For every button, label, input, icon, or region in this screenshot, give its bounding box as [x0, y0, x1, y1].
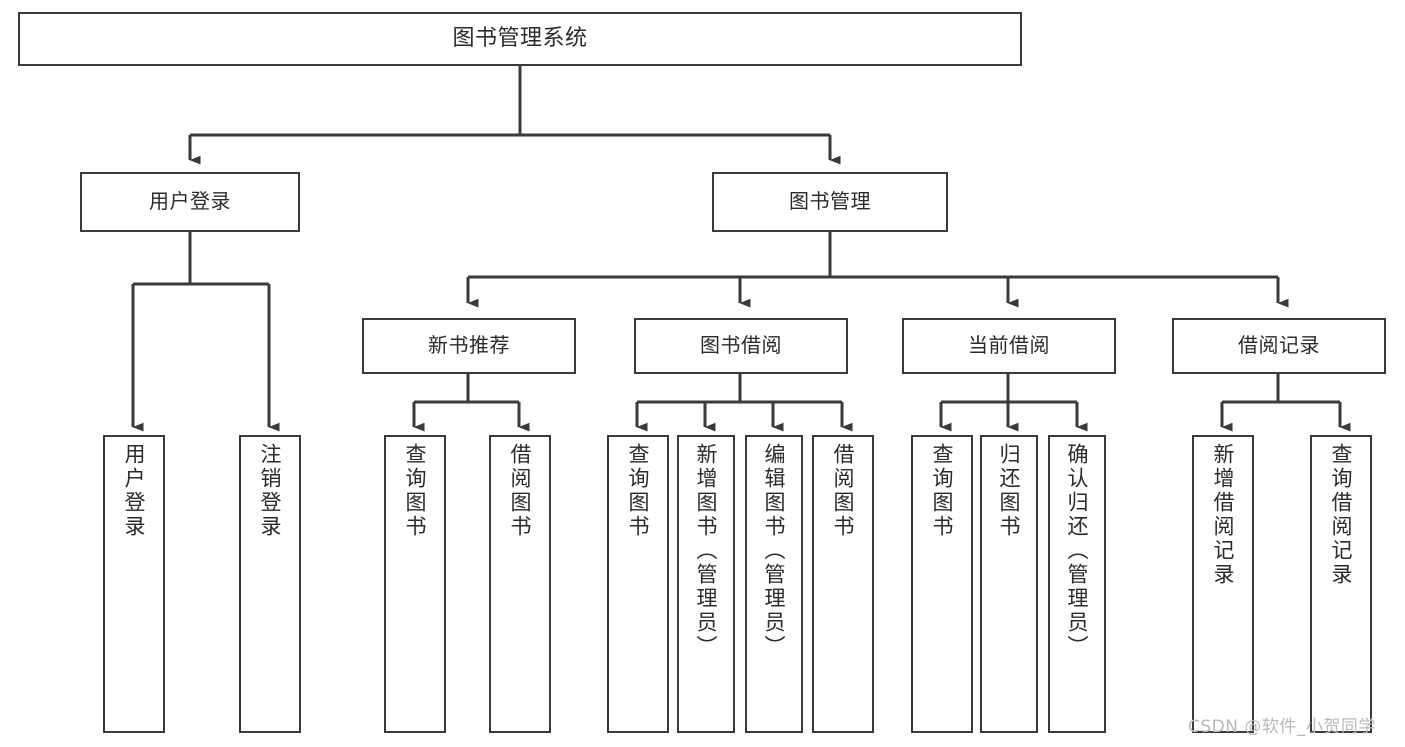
node-label: 图书管理 — [789, 189, 871, 214]
node-book-management[interactable]: 图书管理 — [712, 172, 948, 232]
node-new-book-recommend[interactable]: 新书推荐 — [362, 318, 576, 374]
leaf-current-return-book[interactable]: 归还图书 — [980, 435, 1038, 733]
node-label: 新增借阅记录 — [1211, 443, 1236, 587]
node-label: 借阅图书 — [508, 443, 533, 539]
leaf-record-add[interactable]: 新增借阅记录 — [1192, 435, 1254, 733]
node-label: 查询图书 — [626, 443, 651, 539]
leaf-current-confirm-return-admin[interactable]: 确认归还（管理员） — [1048, 435, 1106, 733]
leaf-borrow-edit-book-admin[interactable]: 编辑图书（管理员） — [745, 435, 803, 733]
node-label: 查询借阅记录 — [1329, 443, 1354, 587]
leaf-current-query-book[interactable]: 查询图书 — [911, 435, 973, 733]
node-label: 新书推荐 — [428, 333, 510, 358]
node-book-borrow[interactable]: 图书借阅 — [634, 318, 848, 374]
node-label: 确认归还（管理员） — [1065, 443, 1090, 659]
node-label: 借阅记录 — [1238, 333, 1320, 358]
node-label: 图书管理系统 — [452, 26, 588, 52]
node-label: 编辑图书（管理员） — [762, 443, 787, 659]
node-root-system[interactable]: 图书管理系统 — [18, 12, 1022, 66]
node-label: 注销登录 — [258, 443, 283, 539]
node-label: 当前借阅 — [968, 333, 1050, 358]
leaf-new-book-borrow[interactable]: 借阅图书 — [489, 435, 551, 733]
node-user-login[interactable]: 用户登录 — [80, 172, 300, 232]
node-label: 归还图书 — [997, 443, 1022, 539]
leaf-record-query[interactable]: 查询借阅记录 — [1310, 435, 1372, 733]
node-label: 用户登录 — [122, 443, 147, 539]
node-label: 查询图书 — [403, 443, 428, 539]
node-label: 用户登录 — [149, 189, 231, 214]
node-label: 新增图书（管理员） — [694, 443, 719, 659]
node-current-borrow[interactable]: 当前借阅 — [902, 318, 1116, 374]
csdn-watermark: CSDN @软件_小贺同学 — [1188, 717, 1376, 737]
node-label: 借阅图书 — [831, 443, 856, 539]
leaf-borrow-query-book[interactable]: 查询图书 — [607, 435, 669, 733]
leaf-user-login-login[interactable]: 用户登录 — [103, 435, 165, 733]
node-label: 查询图书 — [930, 443, 955, 539]
leaf-borrow-borrow-book[interactable]: 借阅图书 — [812, 435, 874, 733]
leaf-new-book-query[interactable]: 查询图书 — [384, 435, 446, 733]
node-borrow-record[interactable]: 借阅记录 — [1172, 318, 1386, 374]
leaf-borrow-add-book-admin[interactable]: 新增图书（管理员） — [677, 435, 735, 733]
leaf-user-login-logout[interactable]: 注销登录 — [239, 435, 301, 733]
node-label: 图书借阅 — [700, 333, 782, 358]
